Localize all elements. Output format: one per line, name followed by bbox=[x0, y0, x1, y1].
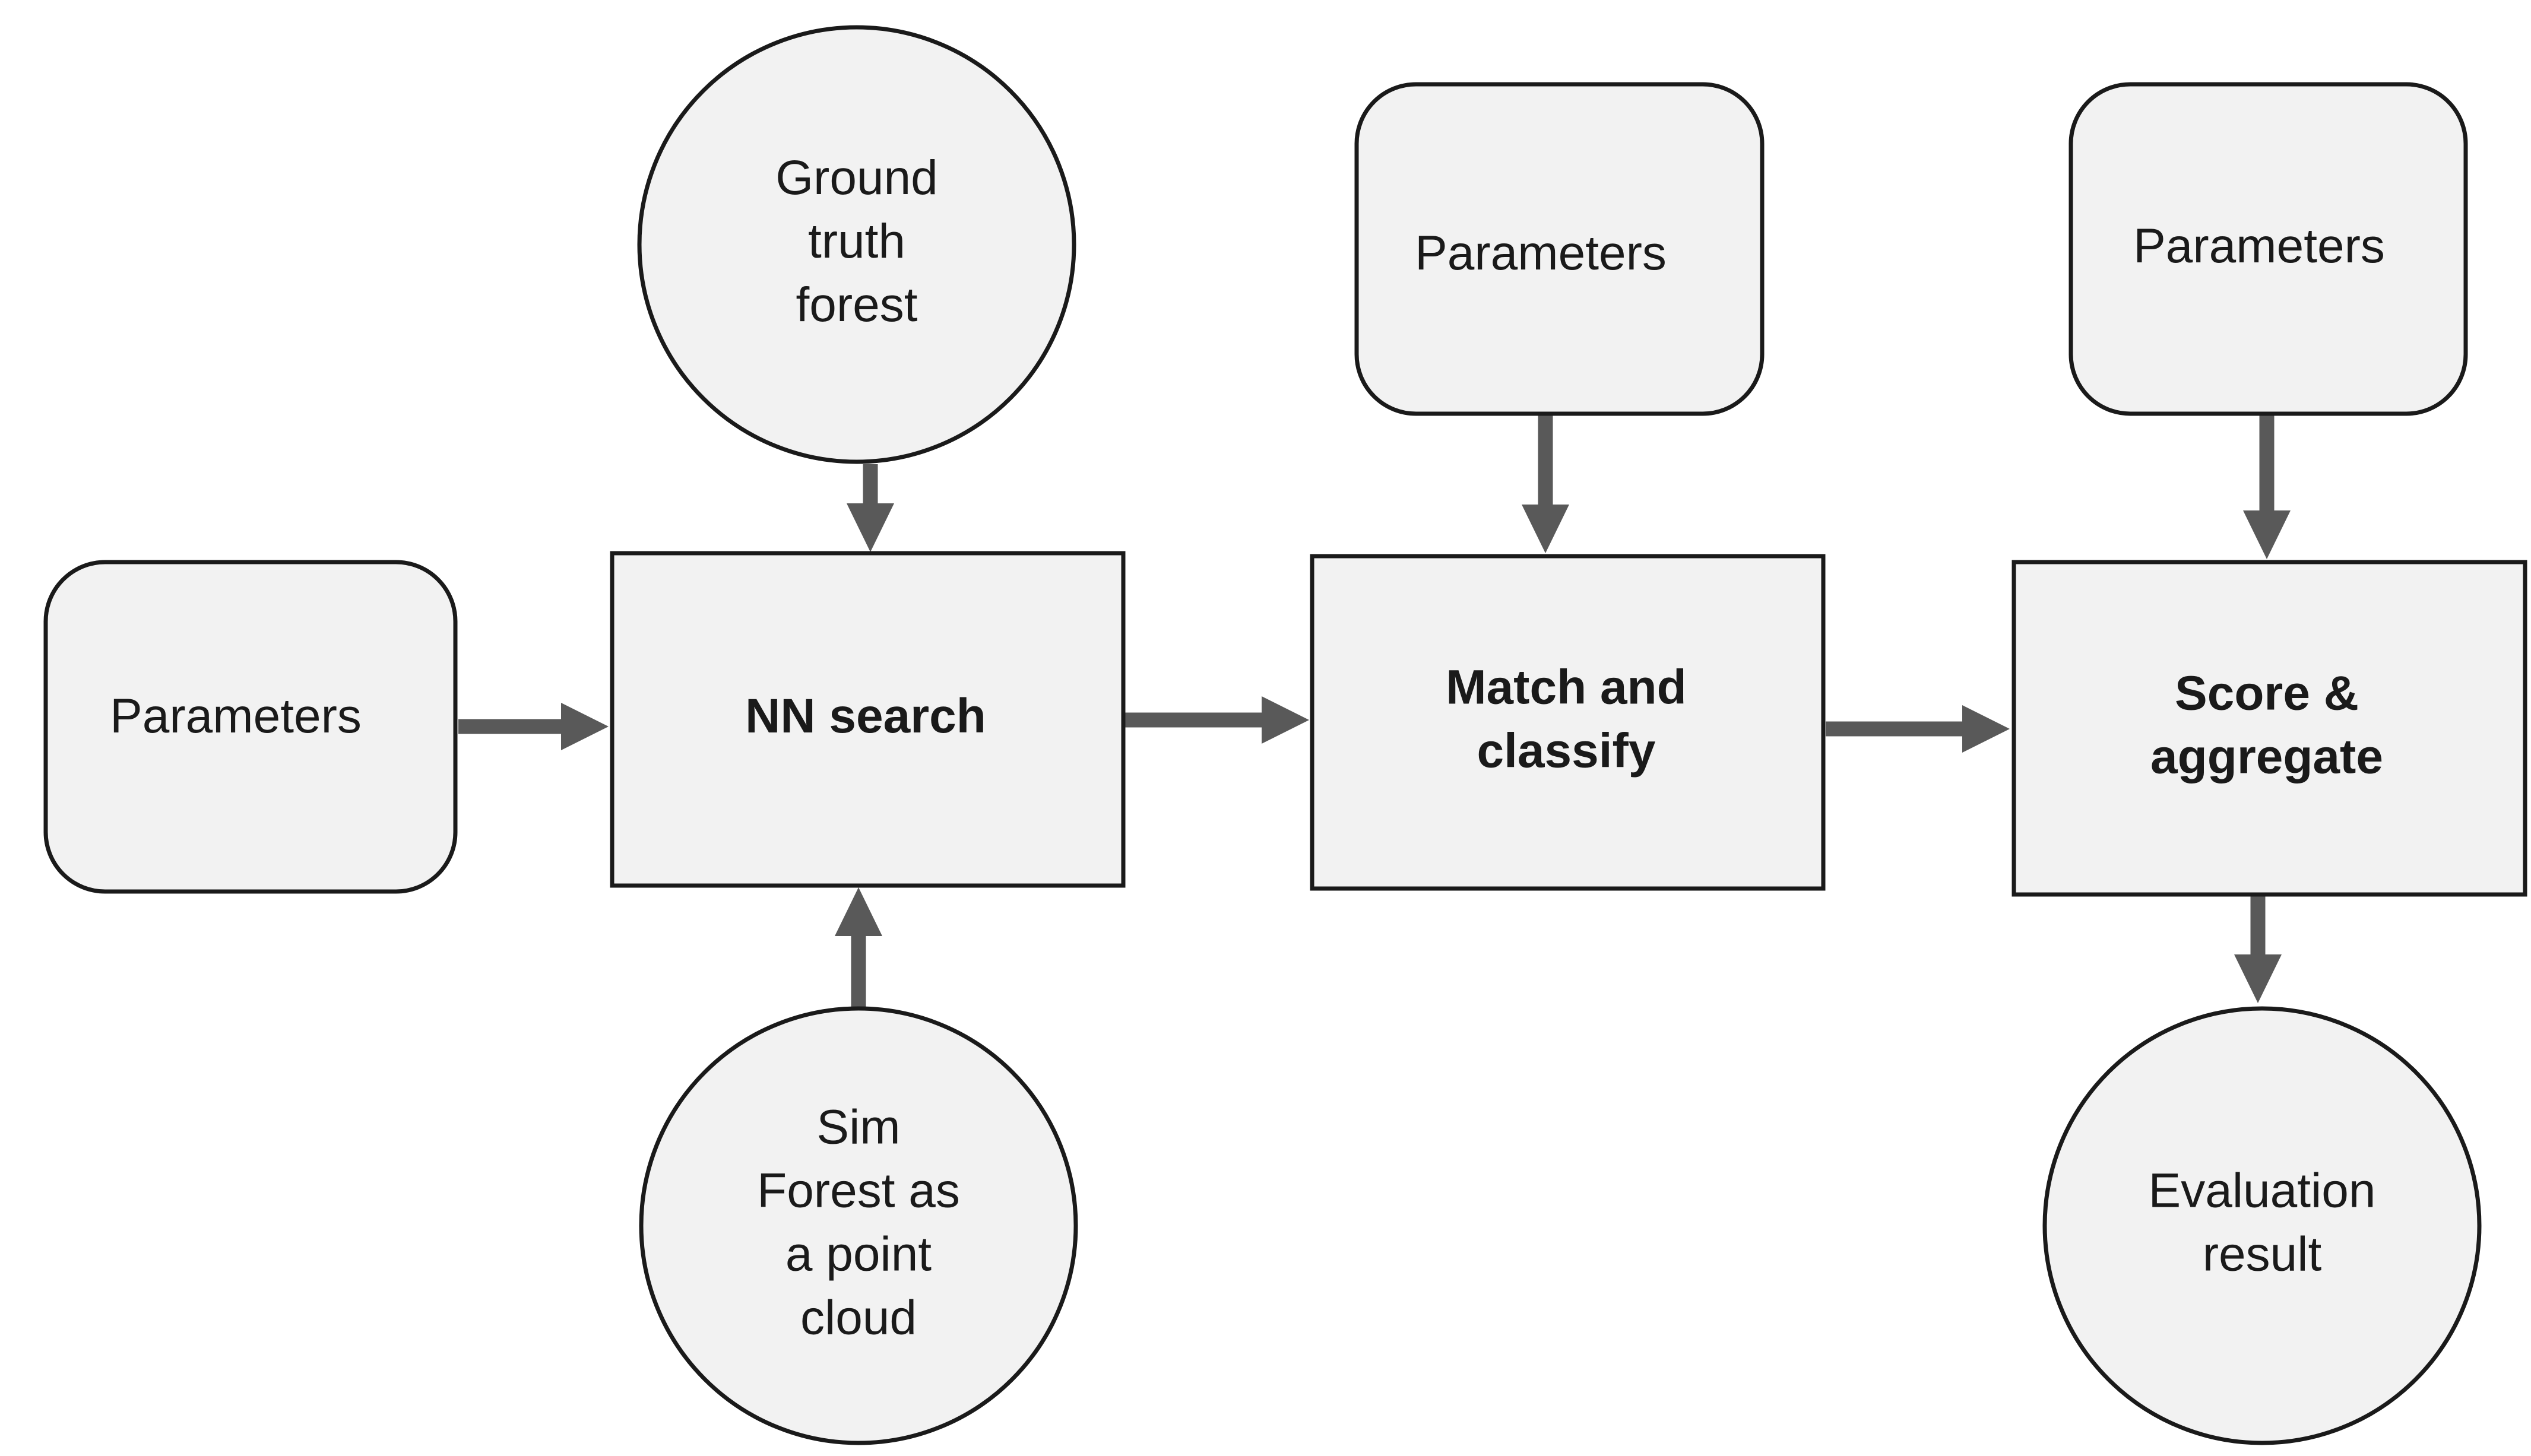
node-nn-search: NN search bbox=[610, 551, 1126, 888]
node-label-line: forest bbox=[796, 278, 917, 332]
node-score-aggregate-label: Score & aggregate bbox=[2150, 666, 2383, 783]
node-evaluation-result-label: Evaluation result bbox=[2149, 1163, 2376, 1281]
node-label-line: Match and bbox=[1446, 660, 1686, 714]
node-label-line: Score & bbox=[2175, 666, 2359, 720]
node-label-line: cloud bbox=[800, 1290, 917, 1344]
node-ground-truth-label: Ground truth forest bbox=[775, 151, 938, 332]
edge-params-to-match-classify bbox=[1522, 415, 1569, 553]
node-label-line: a point bbox=[785, 1227, 932, 1281]
node-label-line: Sim bbox=[816, 1100, 900, 1154]
node-label-line: Parameters bbox=[110, 689, 362, 743]
node-label-line: truth bbox=[808, 214, 905, 268]
edge-params-to-nn-search bbox=[458, 703, 609, 750]
node-match-classify-label: Match and classify bbox=[1446, 660, 1686, 778]
edge-sim-forest-to-nn-search bbox=[835, 887, 882, 1009]
node-label-line: Evaluation bbox=[2149, 1163, 2376, 1217]
node-score-aggregate: Score & aggregate bbox=[2012, 560, 2527, 897]
node-evaluation-result: Evaluation result bbox=[2042, 1006, 2482, 1445]
node-parameters-nn: Parameters bbox=[43, 560, 458, 894]
edge-params-to-score-aggregate bbox=[2243, 415, 2291, 559]
node-label-line: aggregate bbox=[2150, 729, 2383, 783]
node-match-classify: Match and classify bbox=[1310, 554, 1826, 891]
node-label-line: Ground bbox=[775, 151, 938, 205]
node-label-line: Parameters bbox=[2133, 219, 2385, 273]
edge-nn-search-to-match-classify bbox=[1125, 696, 1309, 744]
node-parameters-match: Parameters bbox=[1354, 82, 1765, 416]
node-label-line: Parameters bbox=[1415, 226, 1667, 280]
edge-match-classify-to-score-aggregate bbox=[1826, 705, 2010, 753]
edge-score-aggregate-to-evaluation bbox=[2234, 896, 2282, 1003]
node-parameters-nn-label: Parameters bbox=[110, 689, 362, 743]
node-label-line: Forest as bbox=[757, 1163, 960, 1217]
node-parameters-score: Parameters bbox=[2068, 82, 2468, 416]
node-label-line: classify bbox=[1477, 724, 1656, 778]
node-parameters-match-label: Parameters bbox=[1415, 226, 1667, 280]
node-ground-truth-forest: Ground truth forest bbox=[637, 25, 1076, 464]
node-parameters-score-label: Parameters bbox=[2133, 219, 2385, 273]
node-label-line: NN search bbox=[745, 689, 986, 743]
node-nn-search-label: NN search bbox=[745, 689, 986, 743]
node-label-line: result bbox=[2203, 1227, 2322, 1281]
edge-ground-truth-to-nn-search bbox=[847, 464, 894, 552]
